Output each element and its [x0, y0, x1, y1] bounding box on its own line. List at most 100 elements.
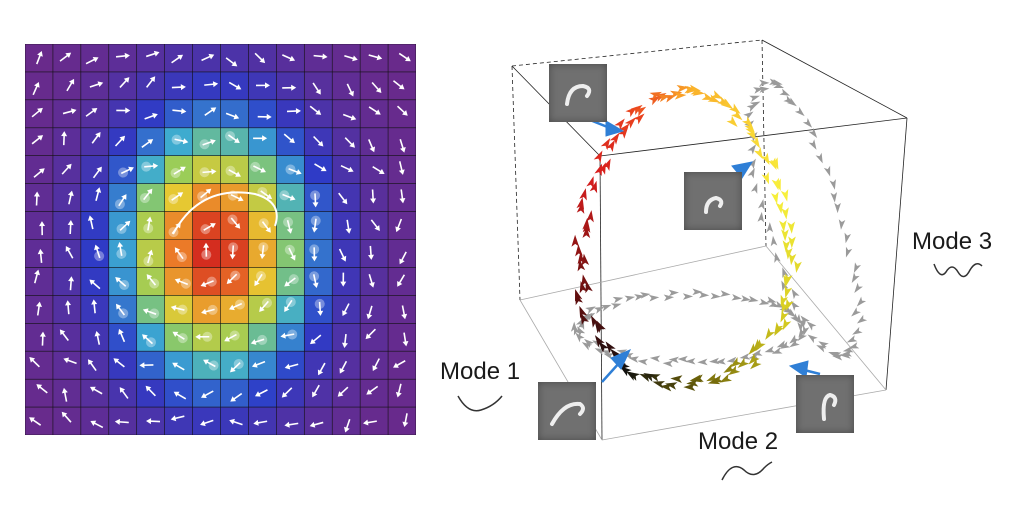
heatmap-cell: [165, 379, 193, 407]
heatmap-cell: [332, 379, 360, 407]
heatmap-cell: [276, 351, 304, 379]
trajectory-arrow: [739, 353, 750, 361]
trajectory-arrow: [624, 294, 635, 302]
heatmap-cell: [388, 240, 416, 268]
trajectory-arrow: [852, 283, 863, 295]
trajectory-arrow: [770, 235, 778, 246]
heatmap-cell: [360, 44, 388, 72]
heatmap-cell: [304, 379, 332, 407]
trajectory-arrow: [669, 289, 679, 296]
trajectory-arrow: [787, 222, 795, 234]
heatmap-cell: [276, 72, 304, 100]
trajectory-arrow: [601, 302, 613, 312]
trajectory-arrow: [806, 332, 818, 343]
mode-2-label: Mode 2: [698, 428, 778, 456]
heatmap-cell: [388, 212, 416, 240]
trajectory-arrow: [650, 355, 661, 363]
heatmap-cell: [276, 100, 304, 128]
trajectory-arrow: [767, 222, 774, 232]
trajectory-arrow: [749, 93, 761, 102]
heatmap-cell: [25, 128, 53, 156]
heatmap-cell: [304, 267, 332, 295]
trajectory-arrow: [795, 107, 807, 119]
heatmap-cell: [360, 267, 388, 295]
heatmap-cell: [332, 128, 360, 156]
trajectory-arrow: [637, 358, 648, 366]
heatmap-cell: [276, 407, 304, 435]
heatmap-cell: [53, 407, 81, 435]
heatmap-cell: [332, 240, 360, 268]
trajectory-arrow: [849, 307, 861, 319]
trajectory-arrow: [771, 192, 781, 205]
heatmap-cell: [25, 100, 53, 128]
trajectory-arrow: [710, 293, 721, 300]
heatmap-cell: [248, 379, 276, 407]
trajectory-arrow: [829, 179, 838, 190]
heatmap-cell: [25, 156, 53, 184]
heatmap-cell: [248, 351, 276, 379]
heatmap-cell: [81, 128, 109, 156]
heatmap-cell: [388, 379, 416, 407]
heatmap-cell: [388, 267, 416, 295]
heatmap-cell: [332, 323, 360, 351]
trajectory-arrow: [779, 220, 788, 233]
heatmap-cell: [165, 351, 193, 379]
trajectory-arrow: [816, 153, 826, 165]
trajectory-arrow: [772, 252, 781, 263]
curved-filament-image: [684, 172, 742, 230]
trajectory-arrow: [834, 203, 841, 213]
trajectory-arrow: [779, 89, 791, 99]
heatmap-cell: [53, 212, 81, 240]
heatmap-cell: [193, 407, 221, 435]
heatmap-cell: [360, 128, 388, 156]
heatmap-cell: [360, 295, 388, 323]
trajectory-arrow: [743, 109, 755, 120]
heatmap-cell: [388, 323, 416, 351]
trajectory-arrow: [759, 299, 770, 308]
trajectory-arrow: [761, 172, 772, 186]
trajectory-arrow: [792, 261, 801, 274]
heatmap-cell: [109, 407, 137, 435]
curved-filament-image: [538, 382, 596, 440]
trajectory-arrow: [849, 273, 860, 285]
mode-1-label: Mode 1: [440, 358, 520, 386]
trajectory-arrow: [803, 118, 815, 130]
trajectory-arrow: [613, 294, 624, 303]
heatmap-cell: [53, 240, 81, 268]
heatmap-vector-field: [25, 44, 416, 435]
heatmap-cell: [165, 100, 193, 128]
wave-mode-2-icon: [718, 458, 778, 486]
heatmap-cell: [360, 156, 388, 184]
heatmap-cell: [53, 72, 81, 100]
heatmap-cell: [137, 44, 165, 72]
wave-mode-1-icon: [456, 392, 506, 416]
trajectory-arrow: [683, 293, 693, 300]
heatmap-cell: [332, 267, 360, 295]
trajectory-arrow: [842, 233, 851, 244]
trajectory-arrow: [699, 292, 709, 299]
heatmap-cell: [388, 407, 416, 435]
heatmap-cell: [248, 44, 276, 72]
heatmap-cell: [137, 100, 165, 128]
heatmap-cell: [332, 184, 360, 212]
heatmap-cell: [25, 184, 53, 212]
heatmap-cell: [165, 407, 193, 435]
trajectory-arrow: [579, 187, 589, 200]
trajectory-arrow: [757, 212, 765, 223]
trajectory-arrow: [670, 374, 682, 382]
trajectory-arrow: [697, 359, 707, 366]
trajectory-arrow: [854, 297, 866, 309]
trajectory-arrow: [759, 80, 769, 87]
heatmap-svg: [25, 44, 416, 435]
heatmap-cell: [25, 379, 53, 407]
trajectory-arrow: [843, 247, 852, 259]
curved-filament-image: [796, 375, 854, 433]
trajectory-arrow: [855, 315, 867, 326]
heatmap-cell: [53, 323, 81, 351]
heatmap-cell: [53, 267, 81, 295]
heatmap-cell: [137, 72, 165, 100]
heatmap-cell: [53, 128, 81, 156]
heatmap-cell: [221, 100, 249, 128]
trajectory-arrow: [764, 346, 776, 355]
heatmap-cell: [248, 407, 276, 435]
